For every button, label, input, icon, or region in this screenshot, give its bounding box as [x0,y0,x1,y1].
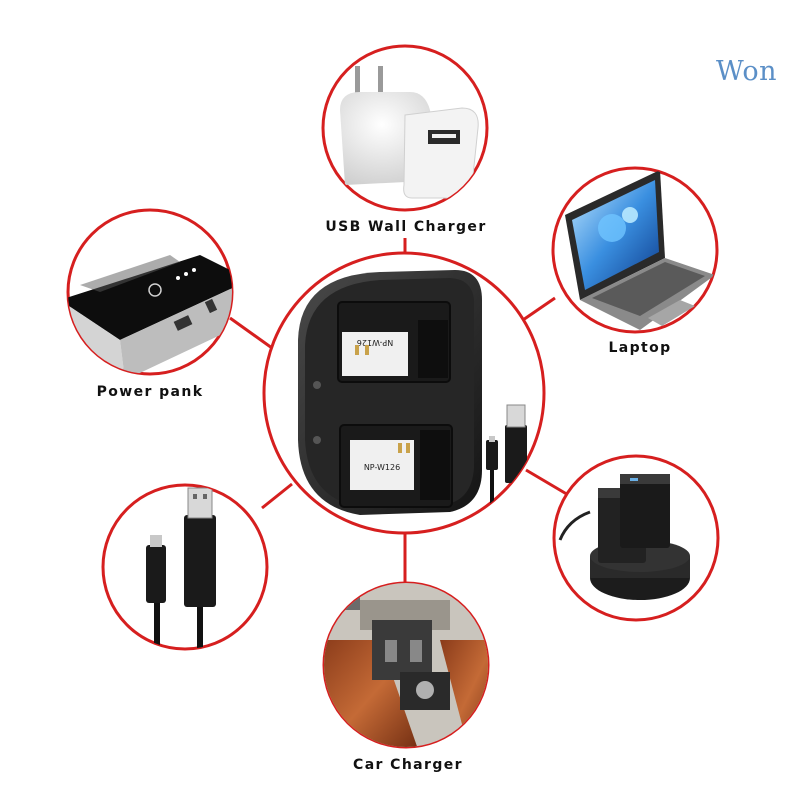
laptop-icon [551,166,719,334]
watermark-text: Won [716,56,778,87]
connector-lines [229,238,571,583]
charger-with-batteries-icon [552,454,720,622]
center-charger-circle: NP-W126 NP-W126 [262,251,546,535]
slot-label-upper: NP-W126 [357,338,393,347]
connector-laptop [519,296,556,324]
power-bank-icon [66,208,234,376]
connector-power-bank [229,316,273,350]
usb-cable-icon [101,483,269,651]
label-car-charger: Car Charger [353,757,463,773]
label-usb-wall-charger: USB Wall Charger [325,219,487,235]
car-interior-icon [322,581,490,749]
slot-label-lower: NP-W126 [364,463,400,472]
connector-battery [525,468,571,498]
label-power-bank: Power pank [96,384,204,400]
connector-cable [261,482,293,510]
label-laptop: Laptop [608,340,672,356]
usb-wall-adapter-icon [321,44,489,212]
